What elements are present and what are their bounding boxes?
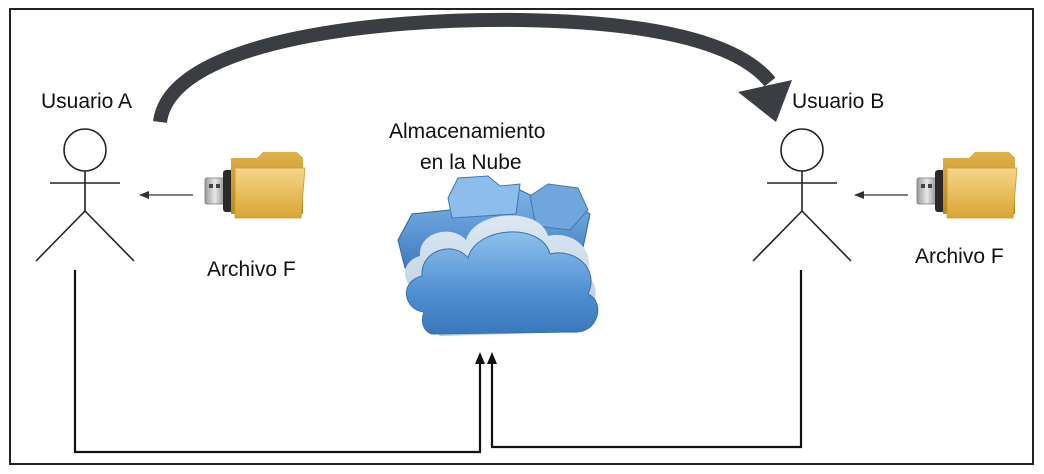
curved-transfer-arrow [153,12,792,124]
file-b-label: Archivo F [915,245,1004,268]
user-b-to-cloud-arrowhead [487,352,497,364]
user-a-to-cloud-arrowhead [475,352,485,364]
file-a-label: Archivo F [207,258,296,281]
user-b-to-cloud-line [490,270,803,449]
file-a-usb-folder-icon [204,152,306,219]
user-b-stick-figure-icon [752,128,852,262]
cloud-storage-icon [397,175,599,336]
user-b-label: Usuario B [792,90,885,113]
connector-lines [73,270,803,454]
user-a-label: Usuario A [41,90,133,113]
user-a-stick-figure-icon [35,128,135,262]
storage-label-line2: en la Nube [420,151,522,174]
user-a-to-cloud-line [73,270,482,454]
diagram-border [9,8,1034,465]
storage-label-line1: Almacenamiento [389,120,546,143]
file-b-usb-folder-icon [916,152,1018,219]
